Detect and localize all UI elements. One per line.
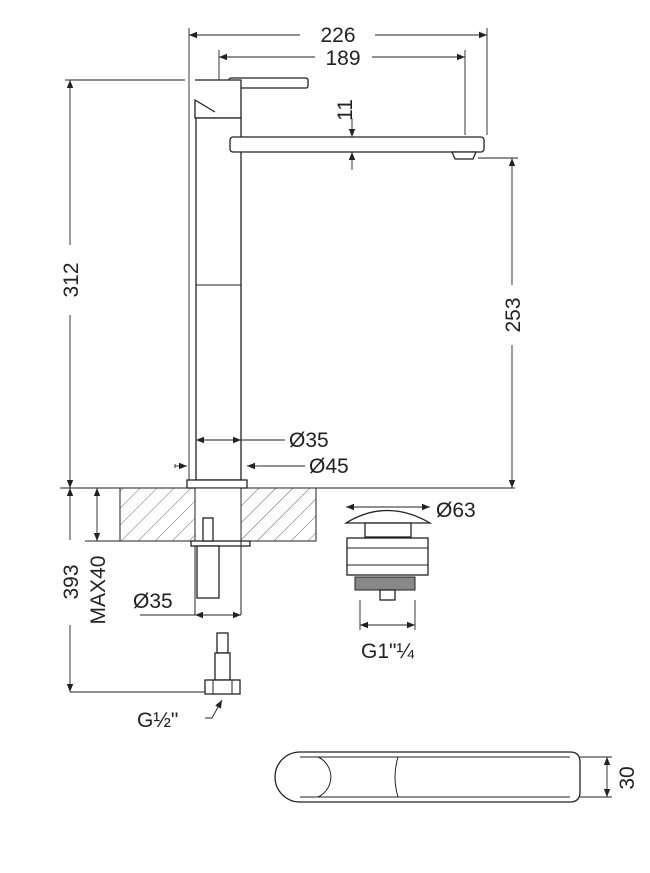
aerator (451, 151, 477, 160)
dim-base-diameter: Ø45 (309, 455, 349, 478)
dim-spout-thickness: 11 (334, 99, 357, 121)
dim-total-height: 312 (60, 262, 83, 297)
dim-overall-width: 226 (320, 24, 355, 47)
base-flange (186, 479, 248, 489)
dim-max-counter-thickness: MAX40 (87, 556, 110, 625)
dim-drain-diameter: Ø63 (436, 499, 476, 522)
connector-thread-label: G½" (137, 709, 178, 732)
dimension-lines (65, 28, 612, 798)
dim-below-counter: 393 (60, 564, 83, 599)
hose-connector (204, 632, 241, 695)
drain-thread-label: G1"¼ (361, 640, 414, 663)
threaded-shank (196, 545, 220, 599)
dim-spout-reach: 189 (325, 47, 360, 70)
faucet-side-view (186, 77, 485, 489)
dim-handle-width: 30 (616, 766, 639, 789)
dim-body-diameter: Ø35 (289, 429, 329, 452)
dim-shank-diameter: Ø35 (133, 590, 173, 613)
spout (229, 136, 485, 153)
faucet-body (195, 117, 242, 481)
pop-up-drain (343, 509, 433, 601)
connector-nut (204, 679, 241, 695)
drain-cap (343, 509, 433, 524)
handle-top-view (274, 751, 581, 803)
handle-block (194, 79, 242, 119)
dim-spout-height: 253 (502, 297, 525, 332)
countertop-section (60, 487, 515, 615)
drain-body (346, 537, 429, 576)
drain-thread (354, 576, 416, 591)
